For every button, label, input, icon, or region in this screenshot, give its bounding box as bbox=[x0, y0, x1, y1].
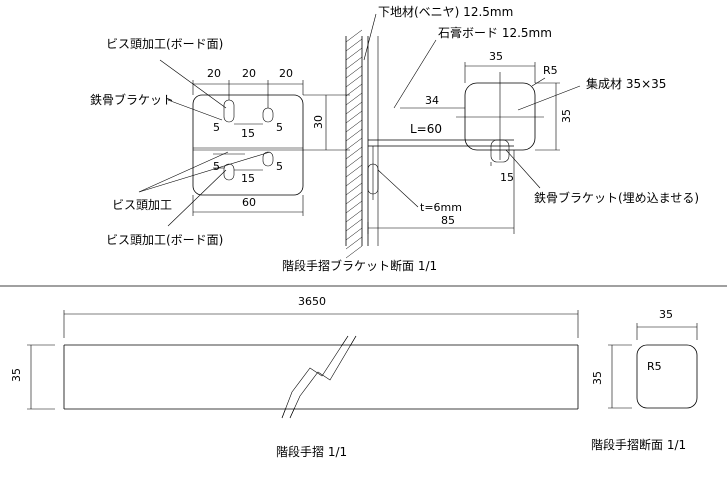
hatch-stroke bbox=[345, 245, 363, 259]
leader-screw-head-bottom bbox=[167, 169, 227, 227]
hatch-stroke bbox=[345, 155, 363, 169]
dim-15a: 15 bbox=[241, 127, 255, 140]
dim-top-20a: 20 bbox=[207, 67, 221, 80]
leader-screw-head-top bbox=[159, 59, 227, 109]
dim-top-20b: 20 bbox=[242, 67, 256, 80]
leader-bracket-embedded bbox=[505, 149, 541, 189]
hatch-stroke bbox=[345, 101, 363, 115]
bracket-plate-outline bbox=[192, 94, 304, 196]
leader-screw-2 bbox=[138, 151, 271, 193]
dim-15c: 15 bbox=[500, 171, 514, 184]
hatch-stroke bbox=[345, 74, 363, 88]
label-screw-head-board-bottom: ビス頭加工(ボード面) bbox=[106, 233, 223, 247]
hatch-stroke bbox=[345, 92, 363, 106]
title-bracket-section: 階段手摺ブラケット断面 1/1 bbox=[282, 258, 437, 273]
dim-h35a: 35 bbox=[10, 368, 23, 382]
dim-top-20c: 20 bbox=[279, 67, 293, 80]
dim-h30: 30 bbox=[312, 115, 325, 129]
dim-r5-top: R5 bbox=[543, 64, 558, 77]
screw-slot-1 bbox=[223, 99, 235, 123]
hatch-stroke bbox=[345, 200, 363, 214]
dim-h35b: 35 bbox=[591, 371, 604, 385]
screw-slot-2 bbox=[262, 107, 274, 123]
hatch-stroke bbox=[345, 128, 363, 142]
wall-section: 85 t=6mm bbox=[345, 13, 515, 259]
hatch-stroke bbox=[345, 227, 363, 241]
label-screw-head-board-top: ビス頭加工(ボード面) bbox=[106, 37, 223, 51]
label-base-material: 下地材(ベニヤ) 12.5mm bbox=[378, 5, 513, 19]
label-gypsum-board: 石膏ボード 12.5mm bbox=[438, 25, 552, 40]
hatch-stroke bbox=[345, 191, 363, 205]
hatch-stroke bbox=[345, 218, 363, 232]
handrail-section: 35 35 R5 bbox=[591, 308, 698, 409]
hatch-stroke bbox=[345, 236, 363, 250]
dim-35-top: 35 bbox=[489, 50, 503, 63]
dim-5d: 5 bbox=[276, 160, 283, 173]
leader-bracket bbox=[167, 99, 223, 121]
hatch-stroke bbox=[345, 47, 363, 61]
leader-laminated bbox=[517, 85, 581, 111]
hatch-stroke bbox=[345, 164, 363, 178]
dim-r5b: R5 bbox=[647, 360, 662, 373]
title-handrail-section: 階段手摺断面 1/1 bbox=[591, 437, 686, 452]
dim-34: 34 bbox=[425, 94, 439, 107]
dim-w35b: 35 bbox=[659, 308, 673, 321]
leader-gypsum bbox=[393, 39, 437, 109]
dim-w60: 60 bbox=[242, 196, 256, 209]
label-screw-head: ビス頭加工 bbox=[112, 198, 172, 212]
dim-5a: 5 bbox=[213, 121, 220, 134]
label-t6: t=6mm bbox=[420, 201, 462, 214]
wood-section: 35 R5 34 L=60 35 15 bbox=[400, 50, 581, 189]
handrail-profile bbox=[636, 344, 698, 409]
hatch-stroke bbox=[345, 65, 363, 79]
dim-85: 85 bbox=[441, 214, 455, 227]
title-handrail: 階段手摺 1/1 bbox=[276, 444, 347, 459]
bracket-embed-slot bbox=[490, 139, 510, 163]
bracket-plate-view: 20 20 20 5 15 5 5 15 5 30 60 bbox=[138, 59, 350, 227]
dim-5b: 5 bbox=[276, 121, 283, 134]
label-steel-bracket: 鉄骨ブラケット bbox=[90, 92, 174, 107]
hatch-stroke bbox=[345, 209, 363, 223]
label-l60: L=60 bbox=[410, 122, 442, 136]
label-steel-bracket-embedded: 鉄骨ブラケット(埋め込ませる) bbox=[534, 190, 699, 205]
hatch-stroke bbox=[345, 119, 363, 133]
hatch-stroke bbox=[345, 182, 363, 196]
dim-3650: 3650 bbox=[298, 295, 326, 308]
hatch-stroke bbox=[345, 38, 363, 52]
dim-5c: 5 bbox=[213, 160, 220, 173]
hatch-stroke bbox=[345, 110, 363, 124]
screw-slot-3 bbox=[223, 163, 235, 181]
leader-base-material bbox=[363, 13, 377, 61]
label-laminated-wood: 集成材 35×35 bbox=[586, 76, 666, 91]
screw-slot-4 bbox=[262, 151, 274, 167]
dim-15b: 15 bbox=[241, 172, 255, 185]
hatch-stroke bbox=[345, 173, 363, 187]
handrail-elevation: 3650 35 bbox=[10, 295, 579, 419]
hatch-stroke bbox=[345, 83, 363, 97]
hatch-stroke bbox=[345, 137, 363, 151]
hatch-stroke bbox=[345, 29, 363, 43]
leader-screw-1 bbox=[138, 151, 229, 193]
dim-35-side: 35 bbox=[560, 109, 573, 123]
wall-hatch bbox=[345, 29, 363, 259]
hatch-stroke bbox=[345, 146, 363, 160]
hatch-stroke bbox=[345, 56, 363, 70]
